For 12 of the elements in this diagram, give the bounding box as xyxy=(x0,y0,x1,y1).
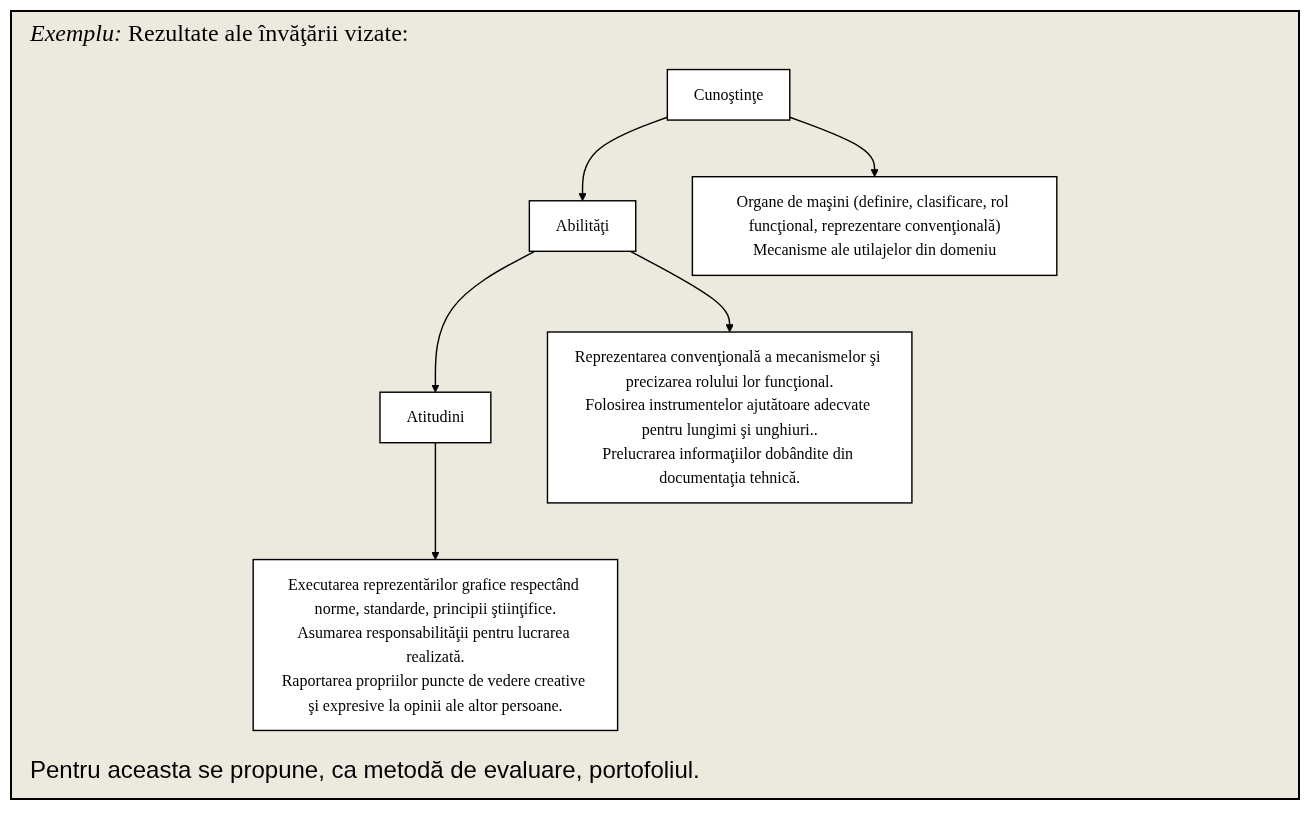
node-box: Atitudini xyxy=(379,391,492,444)
diagram-title: Exemplu: Rezultate ale învăţării vizate: xyxy=(30,20,409,47)
node-box: Cunoştinţe xyxy=(666,68,791,121)
node-box: Executarea reprezentărilor grafice respectând norme, standarde, principii ştiinţifice. Asumarea responsabilităţii pentru lucrarea realizată. Raportarea propriilor puncte de vedere creative şi expresive la opinii ale altor persoane. xyxy=(252,558,619,732)
arrow xyxy=(431,442,440,560)
node-box: Reprezentarea convenţională a mecanismelor şi precizarea rolului lor funcţional. Folosirea instrumentelor ajutătoare adecvate pentru lungimi şi unghiuri.. Prelucrarea informaţiilor dobândite din documentaţia tehnică. xyxy=(546,331,913,504)
node-box: Abilităţi xyxy=(528,200,637,252)
arrow xyxy=(431,250,536,393)
node-box: Organe de maşini (definire, clasificare, rol funcţional, reprezentare convenţională) Mecanisme ale utilajelor din domeniu xyxy=(691,176,1058,277)
arrow xyxy=(629,250,734,333)
caption-text: Pentru aceasta se propune, ca metodă de evaluare, portofoliul. xyxy=(30,756,700,784)
arrow xyxy=(789,116,879,178)
